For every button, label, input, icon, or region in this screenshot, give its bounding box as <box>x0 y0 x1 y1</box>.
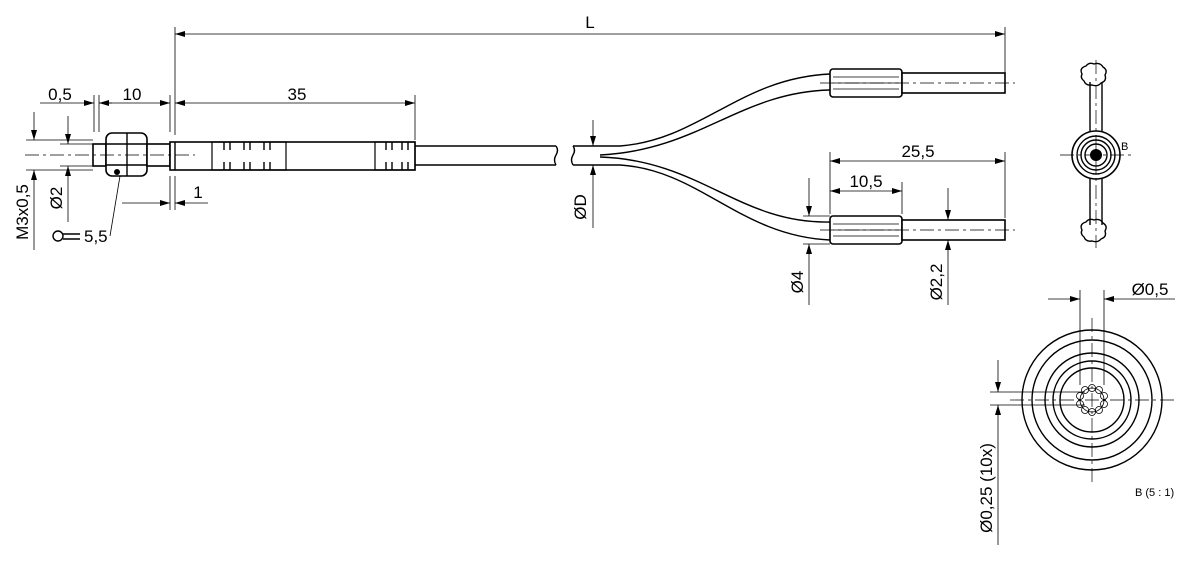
dimension-core-diameter: Ø0,25 (10x) <box>977 360 1085 545</box>
cable <box>415 73 831 241</box>
dimension-label-D: ØD <box>571 194 590 220</box>
dimension-label-0-25: Ø0,25 (10x) <box>977 443 996 533</box>
dimension-fiber-diameter: Ø0,5 <box>1048 280 1175 385</box>
dimension-label-5-5: 5,5 <box>84 227 108 246</box>
dimension-end-length: 25,5 <box>829 142 1006 218</box>
detail-caption: B (5 : 1) <box>1135 487 1174 499</box>
dimension-end-diameter: Ø2,2 <box>927 188 958 305</box>
sensor-head <box>25 132 416 177</box>
dimension-label-4: Ø4 <box>788 271 807 294</box>
dimension-label-10-5: 10,5 <box>849 172 882 191</box>
dimension-thread-length: 10 <box>99 85 171 132</box>
dimension-label-M3: M3x0,5 <box>13 184 32 240</box>
dimension-label-0-5: 0,5 <box>48 85 72 104</box>
grip-notches-a <box>211 141 287 171</box>
dimension-label-35: 35 <box>288 85 307 104</box>
fiber-end-lower <box>820 215 1015 245</box>
detail-b-view: Ø0,5 Ø0,25 (10x) B (5 : 1) <box>977 280 1175 545</box>
dimension-gap: 1 <box>122 176 208 210</box>
detail-marker-B: B <box>1121 141 1128 153</box>
wrench-icon <box>52 230 80 242</box>
dimension-tip-diameter: Ø2 <box>47 116 93 222</box>
dimension-sleeve-length: 10,5 <box>830 172 903 214</box>
dimension-label-0-5-fiber: Ø0,5 <box>1132 280 1169 299</box>
dimension-length-total: L <box>174 13 1006 135</box>
dimension-sleeve-diameter: Ø4 <box>788 178 830 305</box>
end-view: B <box>1060 60 1132 248</box>
dimension-label-2-2: Ø2,2 <box>927 264 946 301</box>
dimension-label-25-5: 25,5 <box>901 142 934 161</box>
dimension-thread-spec: M3x0,5 <box>13 112 93 250</box>
fiber-end-upper <box>820 68 1015 98</box>
dimension-label-2: Ø2 <box>47 187 66 210</box>
dimension-wrench-size: 5,5 <box>52 175 121 246</box>
dimension-label-1: 1 <box>193 183 202 202</box>
dimension-label-10: 10 <box>123 85 142 104</box>
dimension-thread-step: 0,5 <box>40 85 112 132</box>
dimension-label-L: L <box>585 13 594 32</box>
dimension-cable-diameter: ØD <box>571 120 596 228</box>
grip-notches-b <box>374 141 416 171</box>
dimension-housing-length: 35 <box>175 85 416 140</box>
